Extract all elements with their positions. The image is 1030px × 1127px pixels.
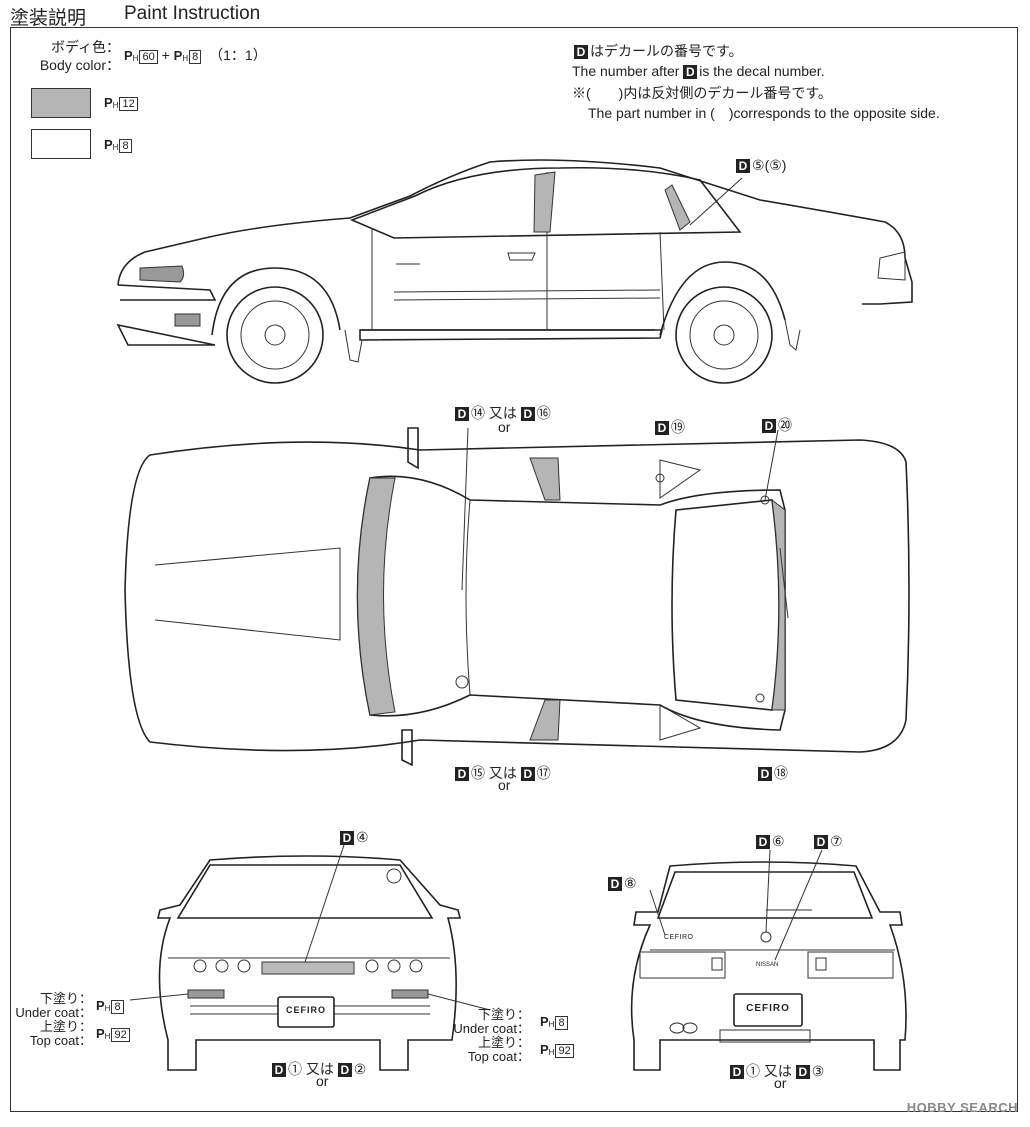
rear-plate-text: CEFIRO [746, 1003, 790, 1014]
top-coat-en-right: Top coat： [467, 1049, 530, 1064]
front-view [129, 841, 491, 1071]
code-box: 60 [139, 50, 158, 64]
trunk-emblem-text: CEFIRO [664, 934, 694, 941]
front-plate-text: CEFIRO [285, 1005, 326, 1015]
note-line4: The part number in ( )corresponds to the… [588, 105, 940, 121]
nissan-emblem-text: NISSAN [756, 962, 779, 968]
under-coat-jp-left: 下塗り： [39, 991, 92, 1006]
title-japanese: 塗装説明 [10, 7, 87, 29]
watermark: HOBBY SEARCH [906, 1100, 1018, 1115]
or-label-front: or [316, 1073, 329, 1089]
or-label-top-bottom: or [498, 777, 511, 793]
code-box: 8 [189, 50, 202, 64]
note-line3: ※( )内は反対側のデカール番号です。 [572, 85, 832, 101]
under-coat-jp-right: 下塗り： [477, 1007, 530, 1022]
body-color-label-jp: ボディ色： [50, 39, 120, 55]
title-english: Paint Instruction [124, 3, 261, 24]
or-label-rear: or [774, 1075, 787, 1091]
body-color-label-en: Body color： [39, 57, 120, 73]
under-coat-en-left: Under coat： [15, 1005, 92, 1020]
swatch-gray [31, 88, 91, 118]
swatch-white [31, 129, 91, 159]
top-view [124, 427, 910, 767]
instruction-frame [10, 27, 1018, 1112]
top-coat-en-left: Top coat： [29, 1033, 92, 1048]
side-view [116, 159, 913, 384]
rear-view [630, 849, 907, 1071]
under-coat-en-right: Under coat： [453, 1021, 530, 1036]
or-label-top-front: or [498, 419, 511, 435]
top-coat-jp-right: 上塗り： [477, 1035, 530, 1050]
top-coat-jp-left: 上塗り： [39, 1019, 92, 1034]
